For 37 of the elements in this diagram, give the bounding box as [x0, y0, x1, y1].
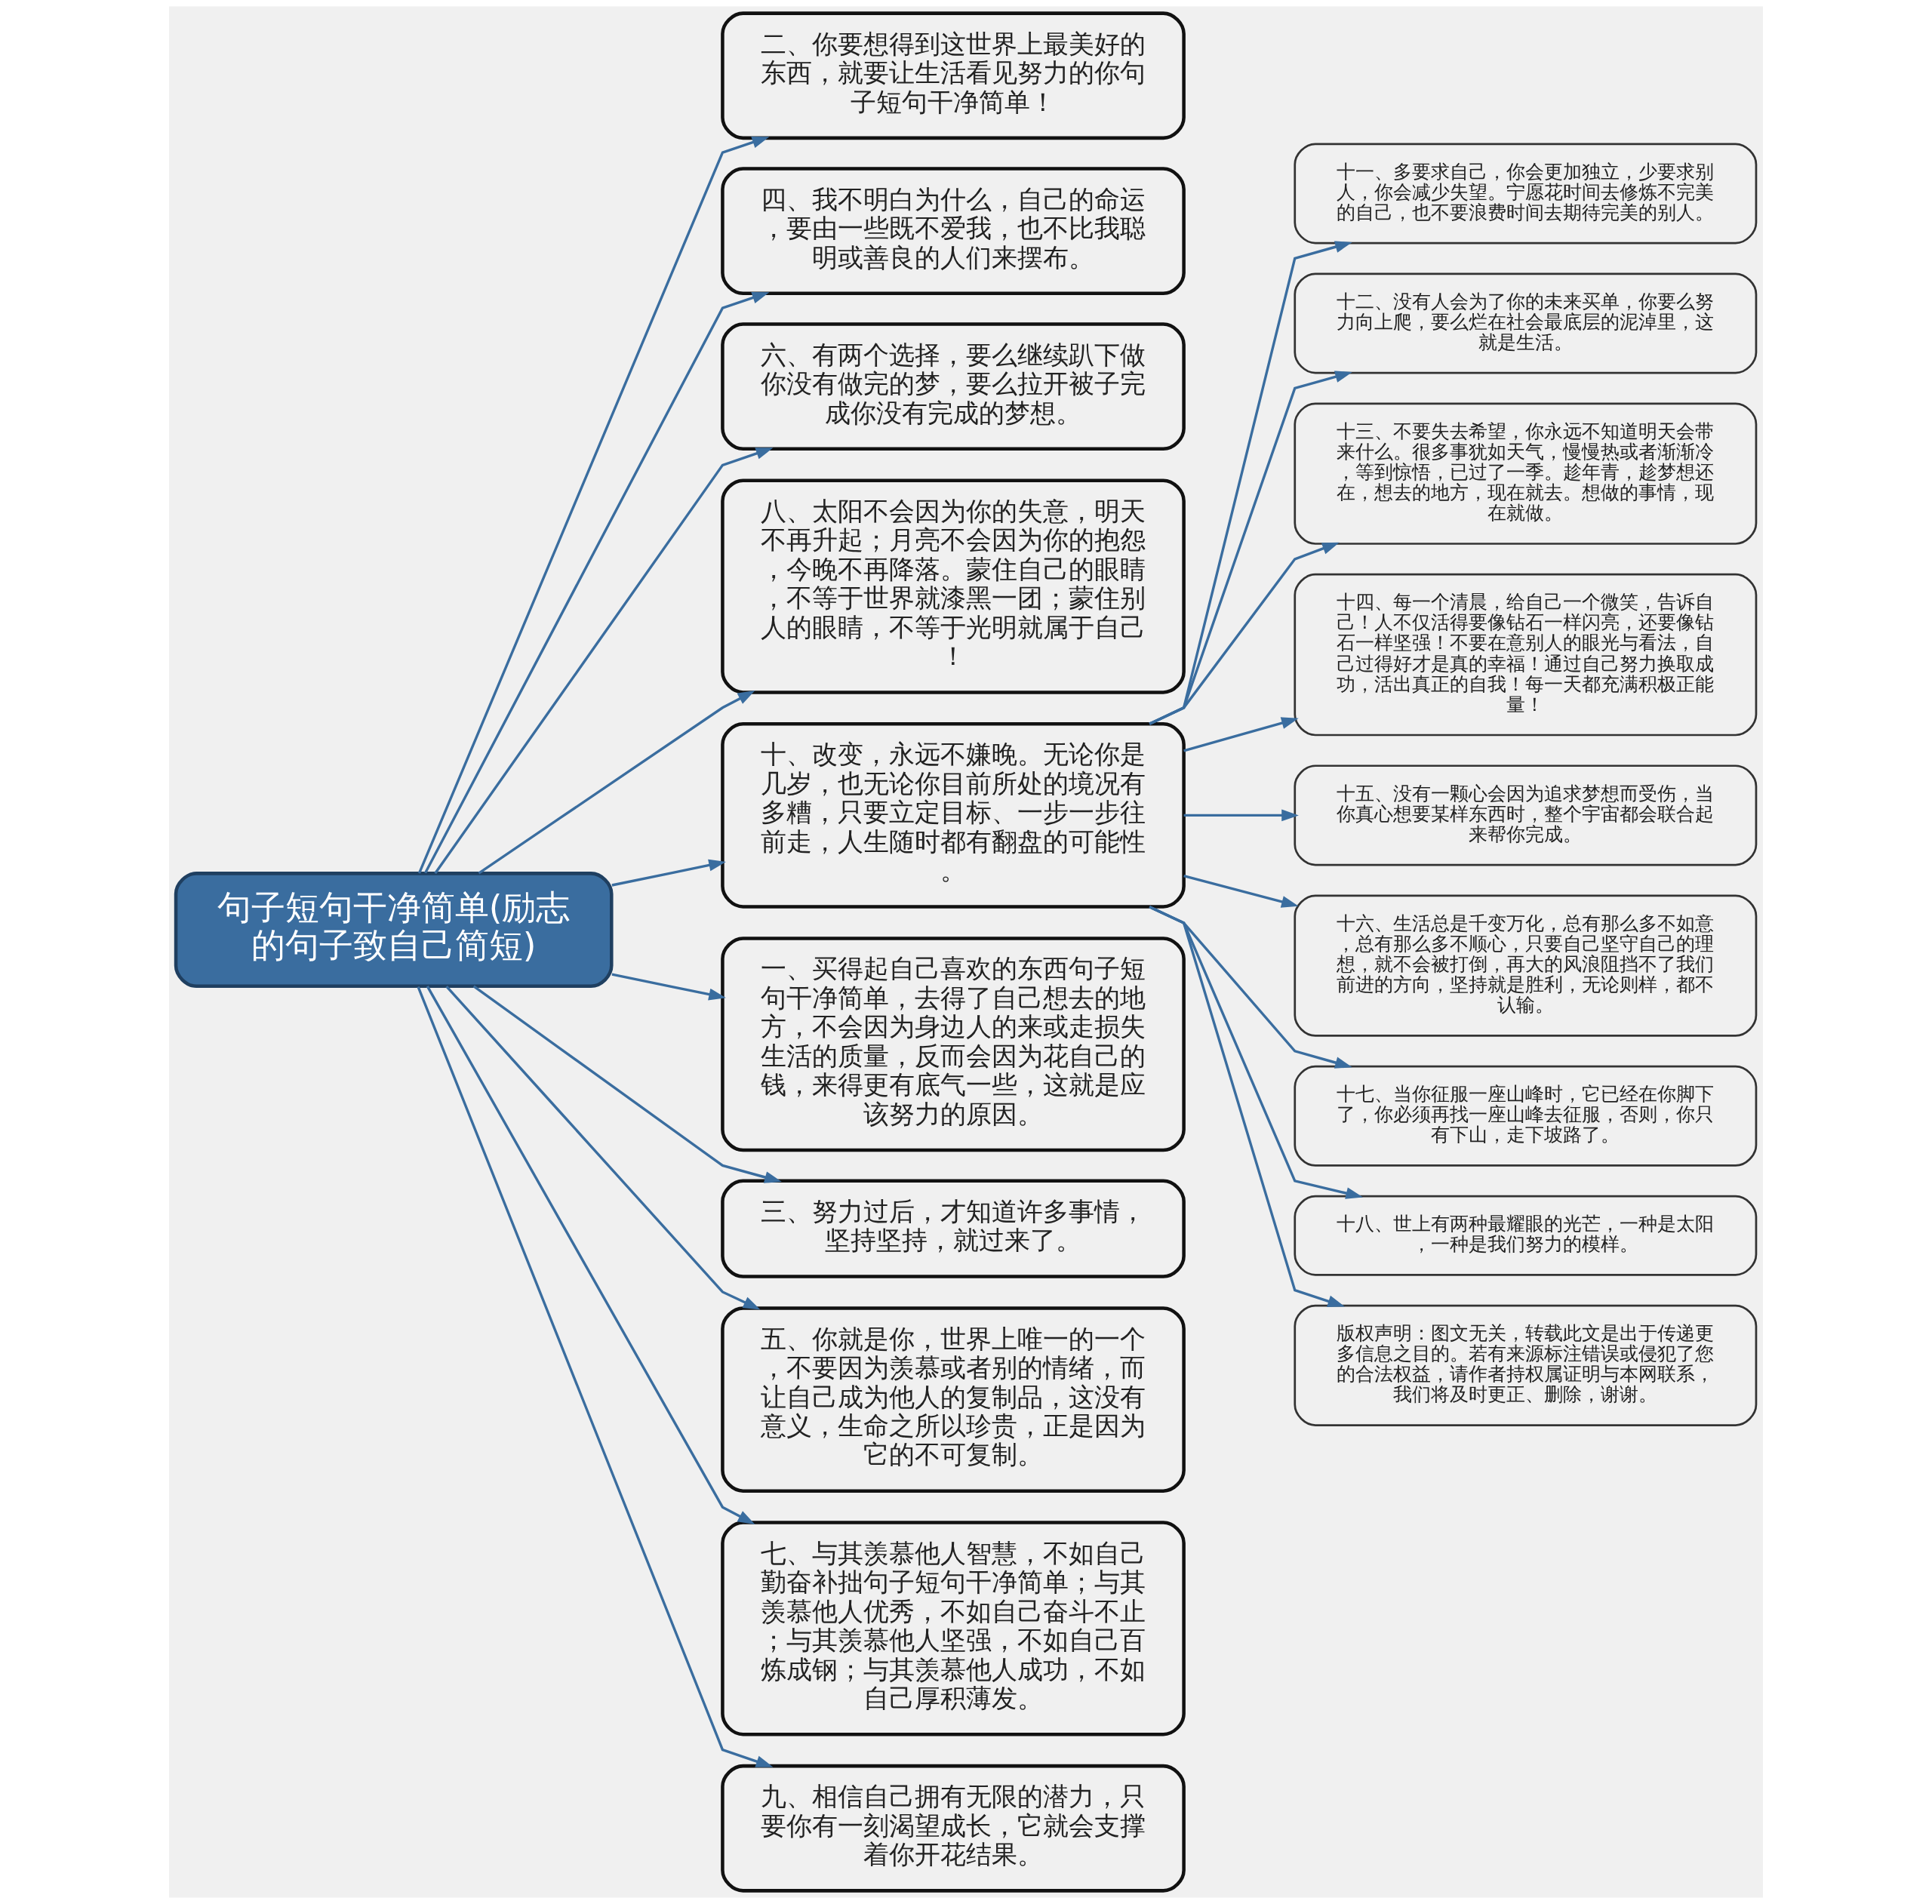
arrow	[611, 859, 726, 887]
node-box: 五、你就是你，世界上唯一的一个，不要因为羡慕或者别的情绪，而让自己成为他人的复制品，这没有意义，生命之所以珍贵，正是因为它的不可复制。	[721, 1306, 1186, 1493]
node-box: 十六、生活总是千变万化，总有那么多不如意，总有那么多不顺心，只要自己坚守自己的理想，就不会被打倒，再大的风浪阻挡不了我们前进的方向，坚持就是胜利，无论则样，都不认输。	[1294, 894, 1758, 1037]
arrow	[1183, 874, 1299, 908]
arrow	[417, 137, 770, 874]
arrow	[1149, 241, 1352, 725]
arrow	[426, 986, 755, 1524]
arrow	[417, 986, 774, 1767]
node-box: 九、相信自己拥有无限的潜力，只要你有一刻渴望成长，它就会支撑着你开花结果。	[721, 1764, 1186, 1893]
node-box: 三、努力过后，才知道许多事情，坚持坚持，就过来了。	[721, 1179, 1186, 1278]
arrow	[478, 691, 755, 875]
arrow	[445, 985, 761, 1310]
node-box: 十八、世上有两种最耀眼的光芒，一种是太阳，一种是我们努力的模样。	[1294, 1195, 1758, 1276]
arrow	[611, 973, 726, 1001]
node-box: 一、买得起自己喜欢的东西句子短句干净简单，去得了自己想去的地方，不会因为身边人的来或走损失生活的质量，反而会因为花自己的钱，来得更有底气一些，这就是应该努力的原因。	[721, 937, 1186, 1152]
node-box: 七、与其羡慕他人智慧，不如自己勤奋补拙句子短句干净简单；与其羡慕他人优秀，不如自己奋斗不止；与其羡慕他人坚强，不如自己百炼成钢；与其羡慕他人成功，不如自己厚积薄发。	[721, 1521, 1186, 1736]
arrow	[472, 985, 782, 1183]
node-box: 十二、没有人会为了你的未来买单，你要么努力向上爬，要么烂在社会最底层的泥淖里，这就是生活。	[1294, 272, 1758, 374]
arrow	[1183, 809, 1299, 822]
arrow	[1183, 717, 1299, 752]
node-box: 十五、没有一颗心会因为追求梦想而受伤，当你真心想要某样东西时，整个宇宙都会联合起来帮你完成。	[1294, 764, 1758, 866]
node-box: 十三、不要失去希望，你永远不知道明天会带来什么。很多事犹如天气，慢慢热或者渐渐冷，等到惊悟，已过了一季。趁年青，趁梦想还在，想去的地方，现在就去。想做的事情，现在就做。	[1294, 402, 1758, 545]
node-box: 十、改变，永远不嫌晚。无论你是几岁，也无论你目前所处的境况有多糟，只要立定目标、一步一步往前走，人生随时都有翻盘的可能性。	[721, 722, 1186, 909]
node-box: 四、我不明白为什么，自己的命运，要由一些既不爱我，也不比我聪明或善良的人们来摆布。	[721, 167, 1186, 296]
node-box: 八、太阳不会因为你的失意，明天不再升起；月亮不会因为你的抱怨，今晚不再降落。蒙住自己的眼睛，不等于世界就漆黑一团；蒙住别人的眼睛，不等于光明就属于自己！	[721, 478, 1186, 694]
node-box: 六、有两个选择，要么继续趴下做你没有做完的梦，要么拉开被子完成你没有完成的梦想。	[721, 322, 1186, 451]
arrow	[1149, 906, 1346, 1307]
arrow	[434, 448, 774, 875]
arrow	[1149, 371, 1352, 725]
node-box: 句子短句干净简单(励志的句子致自己简短)	[174, 872, 614, 989]
node-box: 十一、多要求自己，你会更加独立，少要求别人，你会减少失望。宁愿花时间去修炼不完美的自己，也不要浪费时间去期待完美的别人。	[1294, 143, 1758, 245]
node-box: 十七、当你征服一座山峰时，它已经在你脚下了，你必须再找一座山峰去征服，否则，你只有下山，走下坡路了。	[1294, 1065, 1758, 1167]
node-box: 十四、每一个清晨，给自己一个微笑，告诉自己！人不仅活得要像钻石一样闪亮，还要像钻石一样坚强！不要在意别人的眼光与看法，自己过得好才是真的幸福！通过自己努力换取成功，活出真正的自我！每一天都充满积极正能量！	[1294, 573, 1758, 737]
node-box: 二、你要想得到这世界上最美好的东西，就要让生活看见努力的你句子短句干净简单！	[721, 11, 1186, 140]
arrow	[1149, 542, 1340, 725]
node-box: 版权声明：图文无关，转载此文是出于传递更多信息之目的。若有来源标注错误或侵犯了您的合法权益，请作者持权属证明与本网联系，我们将及时更正、删除，谢谢。	[1294, 1304, 1758, 1426]
arrow	[424, 292, 770, 874]
